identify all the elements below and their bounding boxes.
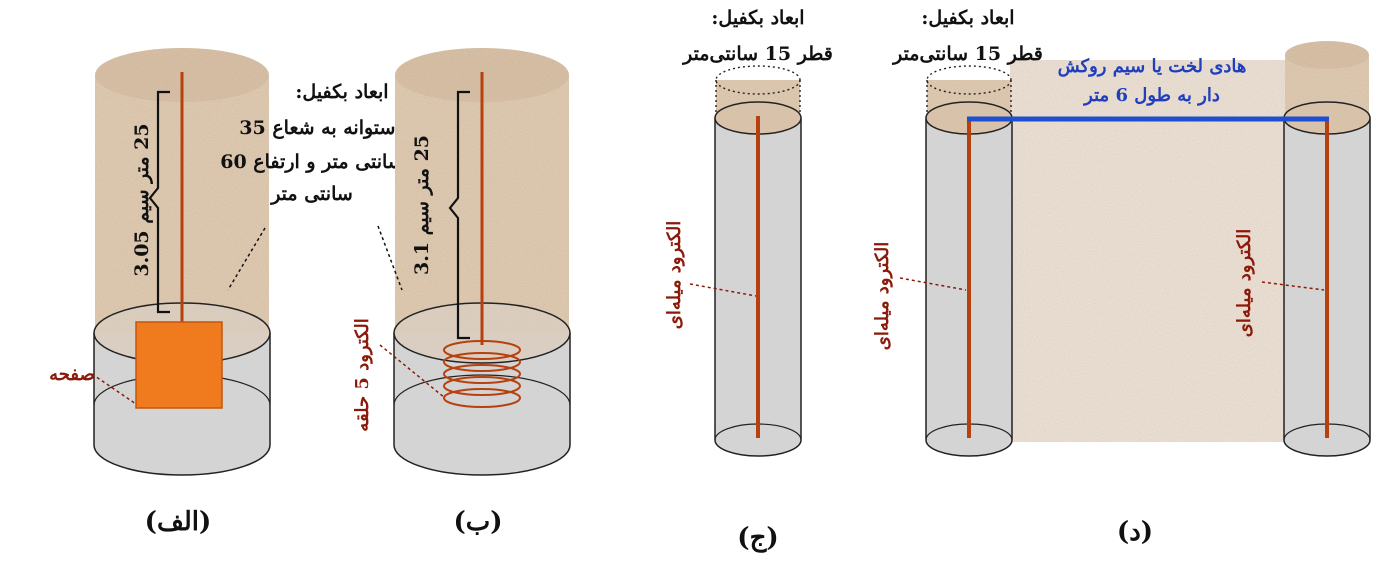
panel-d: ابعاد بکفیل: قطر 15 سانتی‌متر: [872, 7, 1371, 547]
coil-label: الکترود 5 حلقه: [352, 318, 373, 431]
panel-caption-d: (د): [1117, 517, 1153, 547]
panel-c: ابعاد بکفیل: قطر 15 سانتی‌متر الکترود می…: [664, 7, 833, 553]
leader-a-backfill: [227, 227, 266, 291]
backfill-dim-d: قطر 15 سانتی‌متر: [891, 43, 1043, 65]
backfill-line3-a: سانتی متر: [269, 183, 353, 205]
coil-electrode: [443, 340, 521, 408]
backfill-title-c: ابعاد بکفیل:: [711, 7, 804, 29]
backfill-line1-a: استوانه به شعاع 35: [239, 117, 401, 139]
panel-caption-b: (ب): [453, 507, 502, 537]
backfill-trench-d: [1010, 60, 1285, 442]
conductor-label-line2: دار به طول 6 متر: [1082, 85, 1220, 106]
brace-a: [148, 90, 170, 314]
leader-d-left-rod: [899, 277, 967, 291]
backfill-title-a: ابعاد بکفیل:: [295, 81, 388, 103]
panel-b: 25 متر سیم 3.1 الکترود 5 حلقه (ب): [352, 48, 571, 537]
conductor-label-line1: هادی لخت یا سیم روکش: [1058, 56, 1247, 77]
backfill-spec-a: ابعاد بکفیل: استوانه به شعاع 35 سانتی مت…: [220, 81, 404, 205]
leader-c-rod: [689, 283, 757, 297]
rod-label-d-right: الکترود میله‌ای: [1234, 229, 1255, 338]
panel-caption-c: (ج): [737, 523, 778, 553]
leader-d-right-rod: [1261, 281, 1325, 291]
panel-caption-a: (الف): [145, 507, 212, 537]
rod-label-c: الکترود میله‌ای: [664, 221, 685, 330]
backfill-title-d: ابعاد بکفیل:: [921, 7, 1014, 29]
brace-b: [448, 90, 470, 340]
backfill-dim-c: قطر 15 سانتی‌متر: [681, 43, 833, 65]
backfill-line2-a: سانتی متر و ارتفاع 60: [220, 151, 404, 173]
wire-length-label-b: 25 متر سیم 3.1: [411, 135, 433, 275]
leader-a-plate: [91, 373, 137, 405]
leader-b-backfill: [377, 225, 403, 291]
plate-label: صفحه: [49, 364, 95, 385]
wire-length-label-a: 25 متر سیم 3.05: [131, 123, 153, 276]
ground-plate: [135, 321, 223, 409]
leader-b-coil: [379, 344, 446, 399]
panel-a: 25 متر سیم 3.05 صفحه (الف): [49, 48, 271, 537]
rod-label-d-left: الکترود میله‌ای: [872, 242, 893, 351]
